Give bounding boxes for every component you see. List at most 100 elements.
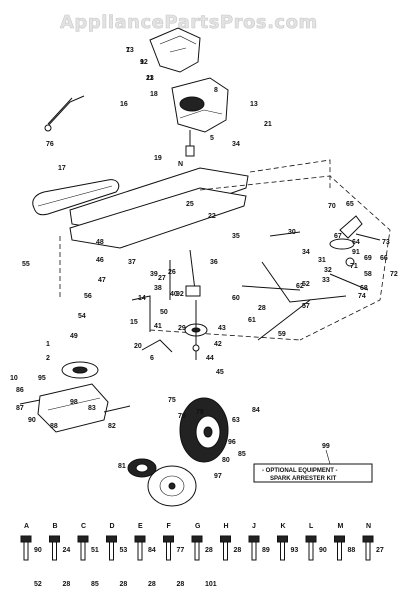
callout-label: 26 [168, 269, 176, 276]
hardware-number: 52 [34, 581, 42, 588]
callout-label: 14 [138, 295, 146, 302]
hardware-number: 88 [348, 547, 356, 554]
callout-label: 30 [288, 229, 296, 236]
hardware-number: 93 [291, 547, 299, 554]
callout-label: 69 [364, 255, 372, 262]
hardware-number: 28 [234, 547, 242, 554]
callout-label: 18 [150, 91, 158, 98]
callout-label: 75 [168, 397, 176, 404]
callout-label: 9 [140, 59, 144, 66]
callout-label: N [178, 161, 183, 168]
callout-label: 65 [346, 201, 354, 208]
callout-label: 37 [128, 259, 136, 266]
callout-label: 2 [46, 355, 50, 362]
hardware-number: 85 [91, 581, 99, 588]
hardware-letter: J [252, 523, 256, 530]
hardware-letter: G [195, 523, 201, 530]
callout-label: 25 [186, 201, 194, 208]
callout-label: 72 [390, 271, 398, 278]
engine-block [171, 77, 229, 157]
callout-label: 38 [154, 285, 162, 292]
hardware-number: 28 [148, 581, 156, 588]
callout-label: 73 [382, 239, 390, 246]
hardware-letter: A [24, 523, 29, 530]
transmission [19, 361, 131, 433]
callout-label: 87 [16, 405, 24, 412]
callout-label: 5 [210, 135, 214, 142]
callout-label: 20 [134, 343, 142, 350]
option-box-line2: SPARK ARRESTER KIT [270, 476, 337, 482]
callout-label: 13 [126, 47, 134, 54]
hardware-number: 28 [63, 581, 71, 588]
callout-label: 96 [228, 439, 236, 446]
callout-label: 79 [178, 413, 186, 420]
callout-label: 36 [210, 259, 218, 266]
callout-label: 16 [120, 101, 128, 108]
callout-label: 83 [88, 405, 96, 412]
callout-label: 95 [38, 375, 46, 382]
callout-label: 27 [158, 275, 166, 282]
callout-label: 76 [46, 141, 54, 148]
callout-label: 82 [108, 423, 116, 430]
rear-wheel [179, 397, 229, 463]
bolt-icon [20, 535, 32, 561]
callout-label: 91 [352, 249, 360, 256]
callout-label: 58 [364, 271, 372, 278]
option-box-line1: - OPTIONAL EQUIPMENT - [262, 468, 338, 474]
callout-label: 40 [170, 291, 178, 298]
callout-label: 71 [350, 263, 358, 270]
callout-label: 32 [324, 267, 332, 274]
callout-label: 57 [302, 303, 310, 310]
bolt-icon [248, 535, 260, 561]
callout-label: 98 [70, 399, 78, 406]
lift-linkage [241, 215, 381, 341]
watermark-text: AppliancePartsPros.com [60, 12, 318, 33]
callout-label: 86 [16, 387, 24, 394]
hardware-number: 28 [177, 581, 185, 588]
callout-label: 12 [140, 59, 148, 66]
callout-label: 70 [328, 203, 336, 210]
bolt-icon [277, 535, 288, 561]
callout-label: 45 [216, 369, 224, 376]
hardware-letter: B [53, 523, 58, 530]
callout-label: 21 [264, 121, 272, 128]
callout-label: 3 [232, 141, 236, 148]
callout-label: 48 [96, 239, 104, 246]
hardware-letter: K [281, 523, 286, 530]
hardware-number: 101 [205, 581, 217, 588]
callout-label: 84 [252, 407, 260, 414]
front-wheel [147, 465, 197, 507]
callout-label: 49 [70, 333, 78, 340]
drive-belt [32, 179, 120, 216]
callout-label: 88 [50, 423, 58, 430]
callout-label: 1 [46, 341, 50, 348]
callout-label: 41 [154, 323, 162, 330]
bolt-icon [49, 535, 60, 561]
throttle-control [44, 95, 85, 132]
hardware-letter: E [138, 523, 143, 530]
callout-label: 10 [10, 375, 18, 382]
hardware-number: 28 [120, 581, 128, 588]
bolt-icon [77, 535, 89, 561]
callout-label: 15 [130, 319, 138, 326]
callout-label: 50 [160, 309, 168, 316]
callout-label: 39 [150, 271, 158, 278]
callout-label: 74 [358, 293, 366, 300]
bolt-icon [305, 535, 317, 561]
pulley-hub [127, 458, 157, 478]
callout-label: 13 [250, 101, 258, 108]
callout-label: 8 [214, 87, 218, 94]
callout-label: 67 [334, 233, 342, 240]
hardware-number: 53 [120, 547, 128, 554]
callout-label: 60 [232, 295, 240, 302]
frame-rails [59, 159, 331, 300]
bolt-icon [334, 535, 345, 561]
callout-label: 23 [146, 75, 154, 82]
hardware-letter: M [338, 523, 344, 530]
callout-label: 90 [28, 417, 36, 424]
callout-label: 68 [360, 285, 368, 292]
callout-label: 34 [302, 249, 310, 256]
callout-label: 6 [150, 355, 154, 362]
callout-label: 7 [126, 47, 130, 54]
